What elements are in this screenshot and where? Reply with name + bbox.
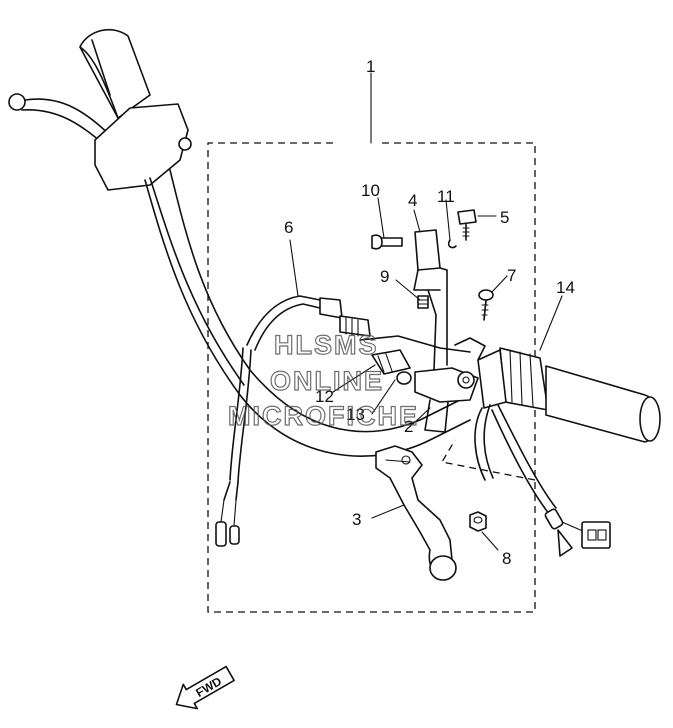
- clip-11: [447, 239, 457, 249]
- callout-8: 8: [502, 549, 511, 568]
- fwd-arrow: FWD: [175, 665, 235, 710]
- bolt-10: [371, 234, 403, 250]
- screw-5: [457, 209, 477, 241]
- callout-4: 4: [408, 191, 417, 210]
- callout-6: 6: [284, 218, 293, 237]
- bracket-plate: [413, 229, 448, 371]
- watermark-line-3: MICROFICHE: [228, 401, 419, 431]
- callout-13: 13: [346, 405, 365, 424]
- clutch-cable: [246, 295, 371, 351]
- screw-9: [417, 295, 429, 309]
- clutch-lever: [375, 445, 457, 581]
- left-handlebar-grip: [79, 28, 151, 119]
- watermark: HLSMS ONLINE MICROFICHE: [227, 329, 419, 431]
- watermark-line-1: HLSMS: [274, 330, 379, 360]
- callout-9: 9: [380, 267, 389, 286]
- watermark-line-2: ONLINE: [270, 366, 384, 396]
- callout-2: 2: [404, 417, 413, 436]
- callout-7: 7: [507, 266, 516, 285]
- callout-11: 11: [437, 187, 455, 206]
- screw-7: [478, 289, 494, 321]
- nut-8: [469, 511, 487, 532]
- callout-5: 5: [500, 208, 509, 227]
- throttle-cable: [474, 404, 611, 557]
- callout-12: 12: [315, 387, 334, 406]
- callout-14: 14: [556, 278, 575, 297]
- callout-1: 1: [366, 57, 375, 76]
- switch-wire-lead: [215, 347, 252, 547]
- throttle-grip: [477, 347, 661, 443]
- callout-3: 3: [352, 510, 361, 529]
- callout-10: 10: [361, 181, 380, 200]
- clutch-switch: [359, 335, 471, 385]
- callout-labels: 1 10 4 11 5 6 9 7 14 12 13 2 3 8: [284, 57, 575, 568]
- leader-lines: [289, 72, 563, 551]
- assembly-boundary: [207, 142, 536, 613]
- lever-holder: [414, 337, 486, 433]
- left-lever-mount: [94, 103, 192, 191]
